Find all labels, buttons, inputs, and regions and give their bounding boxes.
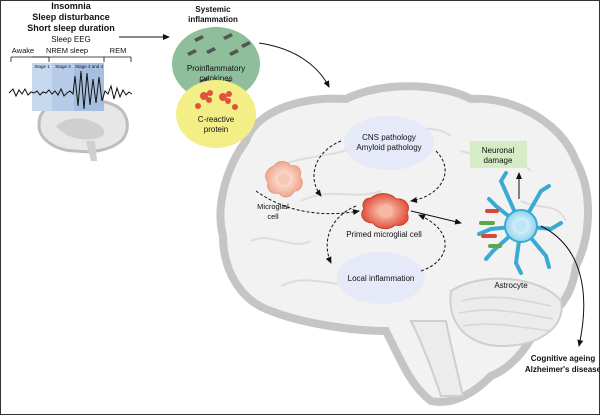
stage2-label: Stage 2 — [55, 64, 71, 69]
outcome-label-1: Cognitive ageing — [531, 354, 596, 363]
arrow-primed-to-astrocyte — [410, 210, 462, 225]
primed-microglial-nucleus — [379, 204, 393, 218]
stage2-band — [52, 63, 74, 111]
cytokines-label-1: Proinflammatory — [187, 64, 245, 73]
microglial-nucleus — [278, 173, 290, 185]
crp-label-2: protein — [204, 125, 228, 134]
stage1-label: Stage 1 — [34, 64, 50, 69]
astrocyte-shape — [477, 171, 563, 275]
arrow-systemic-to-brain — [258, 42, 330, 88]
primed-label: Primed microglial cell — [346, 230, 422, 239]
outcome-label-2: Alzheimer's disease — [525, 365, 600, 374]
cytokines-ellipse — [172, 27, 260, 101]
neuronal-damage-box — [470, 141, 527, 168]
cns-ellipse — [344, 116, 434, 170]
cns-label-1: CNS pathology — [362, 133, 416, 142]
stage34-band — [74, 63, 104, 111]
neuronal-label-2: damage — [484, 156, 513, 165]
arrow-to-outcome — [540, 225, 585, 347]
sleep-disturbance-label: Sleep disturbance — [32, 12, 110, 22]
stage1-band — [32, 63, 52, 111]
local-inflammation-label: Local inflammation — [348, 274, 415, 283]
awake-label: Awake — [12, 46, 34, 55]
small-brain-illustration — [37, 97, 129, 161]
cytokines-label-2: cytokines — [199, 74, 232, 83]
rem-label: REM — [110, 46, 127, 55]
neuronal-label-1: Neuronal — [482, 146, 515, 155]
nrem-label: NREM sleep — [46, 46, 88, 55]
short-sleep-label: Short sleep duration — [27, 23, 115, 33]
crp-ellipse — [176, 80, 256, 148]
microglial-label-2: cell — [267, 212, 279, 221]
sleep-eeg-label: Sleep EEG — [51, 35, 91, 44]
astrocyte-label: Astrocyte — [494, 281, 528, 290]
microglial-label-1: Microglial — [257, 202, 289, 211]
crp-glyphs — [195, 90, 238, 110]
sleep-eeg-panel: Awake NREM sleep REM Stage 1 Stage 2 Sta… — [8, 46, 133, 111]
insomnia-label: Insomnia — [51, 1, 92, 11]
systemic-label-2: inflammation — [188, 15, 238, 24]
dashed-cycle-arrows — [255, 140, 446, 272]
crp-label-1: C-reactive — [198, 115, 235, 124]
stage34-label: Stage 3 and 4 — [75, 64, 104, 69]
local-inflammation-ellipse — [337, 252, 425, 304]
systemic-label-1: Systemic — [195, 5, 231, 14]
cns-label-2: Amyloid pathology — [356, 143, 421, 152]
